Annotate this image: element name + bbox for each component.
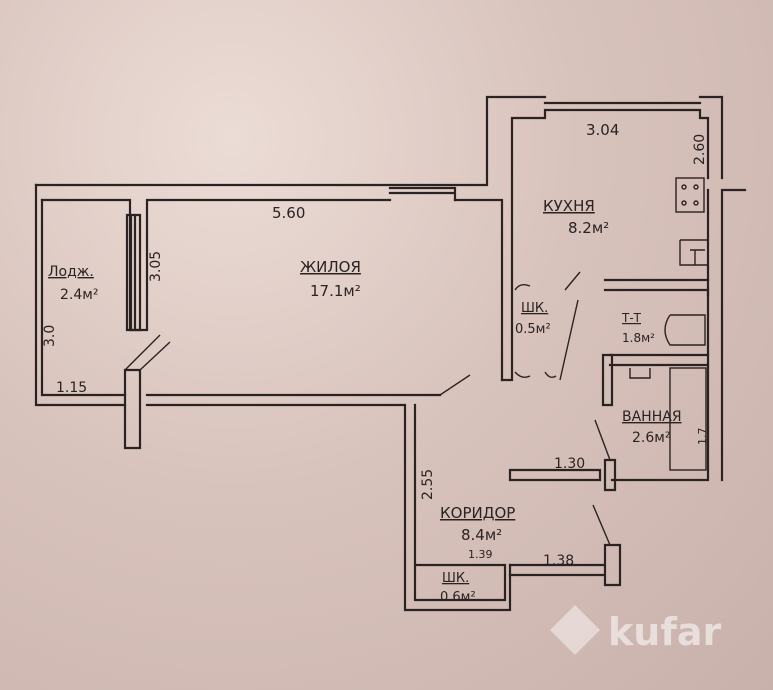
bath-width: 1.30 <box>554 456 585 472</box>
watermark: kufar <box>550 605 721 655</box>
loggia-width: 1.15 <box>56 380 87 396</box>
bath-area: 2.6м² <box>632 430 670 446</box>
stove-icon <box>675 177 705 213</box>
loggia-area: 2.4м² <box>60 287 98 303</box>
walls <box>34 95 747 612</box>
closet1-name: ШК. <box>521 301 548 316</box>
kufar-logo-icon <box>550 605 600 655</box>
labels: 5.60 3.05 ЖИЛОЯ 17.1м² Лодж. 2.4м² 3.0 1… <box>42 121 709 605</box>
toilet-name: Т-Т <box>621 311 642 325</box>
washbasin-icon <box>629 368 651 379</box>
living-width: 5.60 <box>272 204 305 222</box>
fixtures <box>629 177 708 471</box>
bath-height: 1.7 <box>696 428 709 446</box>
living-area: 17.1м² <box>310 282 361 300</box>
closet2-name: ШК. <box>442 571 469 586</box>
toilet-area: 1.8м² <box>622 331 655 345</box>
bathtub-icon <box>669 367 707 471</box>
bath-name: ВАННАЯ <box>622 409 682 425</box>
doors <box>124 271 611 546</box>
corridor-width1: 1.39 <box>468 548 493 561</box>
living-height: 3.05 <box>148 251 164 282</box>
sink-icon <box>679 239 708 266</box>
kitchen-width: 3.04 <box>586 121 619 139</box>
toilet-icon <box>664 314 706 346</box>
kitchen-area: 8.2м² <box>568 219 609 237</box>
kitchen-name: КУХНЯ <box>543 197 595 215</box>
loggia-height: 3.0 <box>42 325 58 347</box>
watermark-text: kufar <box>608 610 721 654</box>
corridor-area: 8.4м² <box>461 526 502 544</box>
kitchen-height: 2.60 <box>692 134 708 165</box>
loggia-name: Лодж. <box>48 264 94 280</box>
living-name: ЖИЛОЯ <box>300 258 361 276</box>
corridor-name: КОРИДОР <box>440 504 515 522</box>
corridor-width2: 1.38 <box>543 553 574 569</box>
closet2-area: 0.6м² <box>440 590 476 605</box>
corridor-height: 2.55 <box>420 469 436 500</box>
closet1-area: 0.5м² <box>515 322 551 337</box>
